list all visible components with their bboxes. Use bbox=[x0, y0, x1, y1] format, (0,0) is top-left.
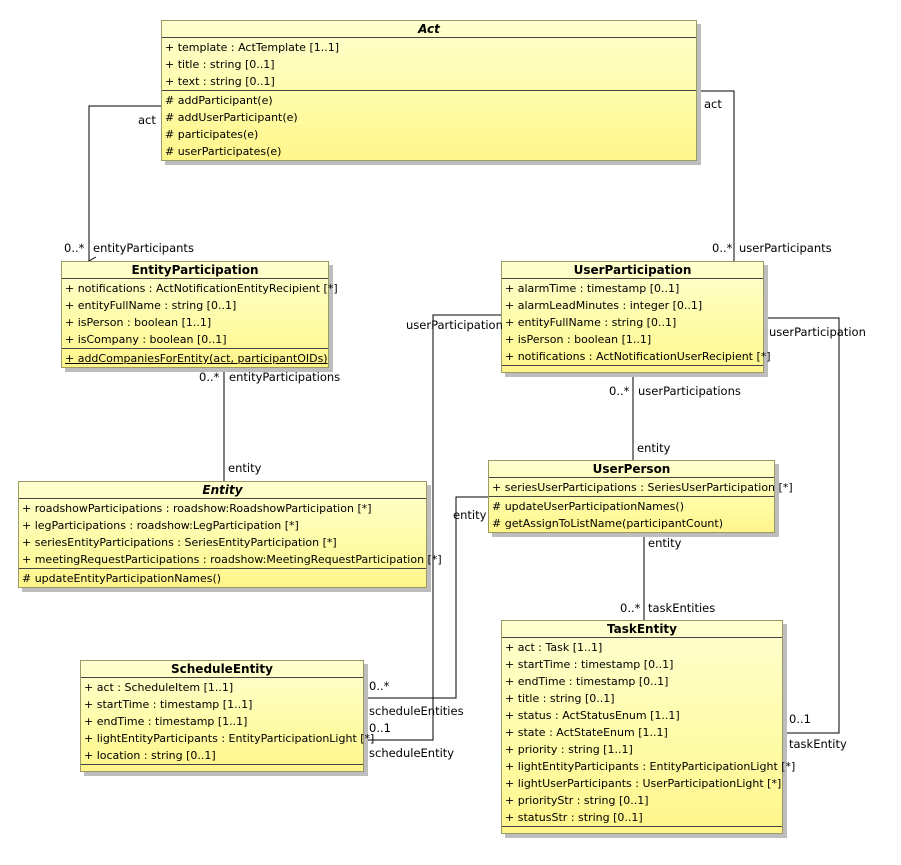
attribute: + endTime : timestamp [1..1] bbox=[84, 715, 248, 728]
operations-section bbox=[502, 366, 763, 372]
multiplicity-label: 0..* bbox=[620, 601, 641, 615]
operation: # userParticipates(e) bbox=[165, 145, 282, 158]
attributes-section: + template : ActTemplate [1..1] + title … bbox=[162, 38, 696, 91]
role-label: scheduleEntities bbox=[369, 704, 464, 718]
multiplicity-label: 0..1 bbox=[789, 712, 811, 726]
attribute: + status : ActStatusEnum [1..1] bbox=[505, 709, 680, 722]
attribute: + seriesUserParticipations : SeriesUserP… bbox=[492, 481, 793, 494]
role-label: entity bbox=[453, 508, 487, 522]
class-name: Act bbox=[162, 21, 696, 38]
operation: + addCompaniesForEntity(act, participant… bbox=[65, 352, 328, 365]
association-act-userparticipation bbox=[696, 90, 735, 261]
class-name: ScheduleEntity bbox=[81, 661, 363, 678]
class-name: TaskEntity bbox=[502, 621, 782, 638]
attribute: + statusStr : string [0..1] bbox=[505, 811, 643, 824]
attributes-section: + act : ScheduleItem [1..1] + startTime … bbox=[81, 678, 375, 765]
multiplicity-label: 0..1 bbox=[369, 721, 391, 735]
attribute: + act : ScheduleItem [1..1] bbox=[84, 681, 234, 694]
class-user-person[interactable]: UserPerson + seriesUserParticipations : … bbox=[488, 460, 793, 533]
role-label: entity bbox=[648, 536, 682, 550]
class-act[interactable]: Act + template : ActTemplate [1..1] + ti… bbox=[161, 20, 697, 161]
attributes-section: + alarmTime : timestamp [0..1] + alarmLe… bbox=[502, 279, 771, 366]
attribute: + notifications : ActNotificationEntityR… bbox=[65, 282, 338, 295]
attribute: + lightUserParticipants : UserParticipat… bbox=[505, 777, 782, 790]
operations-section: + addCompaniesForEntity(act, participant… bbox=[62, 349, 328, 367]
association-userparticipation-scheduleentity bbox=[363, 314, 501, 741]
attribute: + entityFullName : string [0..1] bbox=[505, 316, 677, 329]
multiplicity-label: 0..* bbox=[609, 384, 630, 398]
attribute: + meetingRequestParticipations : roadsho… bbox=[22, 553, 442, 566]
role-label: entityParticipations bbox=[229, 370, 341, 384]
attribute: + priority : string [1..1] bbox=[505, 743, 633, 756]
attribute: + roadshowParticipations : roadshow:Road… bbox=[22, 502, 372, 515]
attribute: + notifications : ActNotificationUserRec… bbox=[505, 350, 771, 363]
attribute: + act : Task [1..1] bbox=[505, 641, 603, 654]
attribute: + entityFullName : string [0..1] bbox=[65, 299, 237, 312]
attributes-section: + seriesUserParticipations : SeriesUserP… bbox=[489, 478, 793, 497]
attributes-section: + notifications : ActNotificationEntityR… bbox=[62, 279, 338, 349]
attribute: + lightEntityParticipants : EntityPartic… bbox=[84, 732, 375, 745]
role-label: taskEntity bbox=[789, 737, 847, 751]
role-label: scheduleEntity bbox=[369, 746, 455, 760]
attribute: + isPerson : boolean [1..1] bbox=[505, 333, 652, 346]
class-user-participation[interactable]: UserParticipation + alarmTime : timestam… bbox=[501, 261, 771, 373]
class-name: EntityParticipation bbox=[62, 262, 328, 279]
attribute: + seriesEntityParticipations : SeriesEnt… bbox=[22, 536, 337, 549]
attribute: + title : string [0..1] bbox=[165, 58, 275, 71]
role-label: act bbox=[138, 113, 156, 127]
attribute: + title : string [0..1] bbox=[505, 692, 615, 705]
class-name: UserParticipation bbox=[502, 262, 763, 279]
role-label: userParticipations bbox=[638, 384, 741, 398]
association-userparticipation-taskentity bbox=[763, 317, 840, 734]
operations-section: # addParticipant(e) # addUserParticipant… bbox=[162, 91, 696, 160]
class-entity-participation[interactable]: EntityParticipation + notifications : Ac… bbox=[61, 261, 338, 368]
operation: # addParticipant(e) bbox=[165, 94, 273, 107]
attributes-section: + act : Task [1..1] + startTime : timest… bbox=[502, 638, 796, 827]
operation: # addUserParticipant(e) bbox=[165, 111, 298, 124]
attribute: + template : ActTemplate [1..1] bbox=[165, 41, 340, 54]
attributes-section: + roadshowParticipations : roadshow:Road… bbox=[19, 499, 442, 569]
role-label: userParticipants bbox=[739, 241, 832, 255]
association-act-entityparticipation bbox=[87, 105, 161, 266]
multiplicity-label: 0..* bbox=[369, 679, 390, 693]
attribute: + startTime : timestamp [0..1] bbox=[505, 658, 674, 671]
attribute: + location : string [0..1] bbox=[84, 749, 216, 762]
role-label: entity bbox=[228, 461, 262, 475]
operation: # participates(e) bbox=[165, 128, 259, 141]
operations-section: # updateEntityParticipationNames() bbox=[19, 569, 426, 587]
operations-section: # updateUserParticipationNames() # getAs… bbox=[489, 497, 774, 532]
attribute: + startTime : timestamp [1..1] bbox=[84, 698, 253, 711]
attribute: + legParticipations : roadshow:LegPartic… bbox=[22, 519, 299, 532]
role-label: userParticipation bbox=[406, 318, 503, 332]
attribute: + alarmTime : timestamp [0..1] bbox=[505, 282, 680, 295]
role-label: entity bbox=[637, 441, 671, 455]
class-schedule-entity[interactable]: ScheduleEntity + act : ScheduleItem [1..… bbox=[80, 660, 375, 772]
operation: # updateUserParticipationNames() bbox=[492, 500, 684, 513]
role-label: taskEntities bbox=[648, 601, 716, 615]
multiplicity-label: 0..* bbox=[199, 370, 220, 384]
operations-section bbox=[502, 827, 782, 833]
role-label: userParticipation bbox=[769, 325, 866, 339]
attribute: + isCompany : boolean [0..1] bbox=[65, 333, 227, 346]
class-name: UserPerson bbox=[489, 461, 774, 478]
role-label: act bbox=[704, 97, 722, 111]
attribute: + endTime : timestamp [0..1] bbox=[505, 675, 669, 688]
attribute: + isPerson : boolean [1..1] bbox=[65, 316, 212, 329]
attribute: + text : string [0..1] bbox=[165, 75, 275, 88]
attribute: + lightEntityParticipants : EntityPartic… bbox=[505, 760, 796, 773]
class-task-entity[interactable]: TaskEntity + act : Task [1..1] + startTi… bbox=[501, 620, 796, 834]
operation: # updateEntityParticipationNames() bbox=[22, 572, 222, 585]
attribute: + alarmLeadMinutes : integer [0..1] bbox=[505, 299, 703, 312]
operation: # getAssignToListName(participantCount) bbox=[492, 517, 724, 530]
association-userperson-scheduleentity bbox=[363, 496, 488, 699]
class-entity[interactable]: Entity + roadshowParticipations : roadsh… bbox=[18, 481, 442, 588]
class-name: Entity bbox=[19, 482, 426, 499]
multiplicity-label: 0..* bbox=[712, 241, 733, 255]
operations-section bbox=[81, 765, 363, 771]
attribute: + state : ActStateEnum [1..1] bbox=[505, 726, 668, 739]
attribute: + priorityStr : string [0..1] bbox=[505, 794, 649, 807]
role-label: entityParticipants bbox=[93, 241, 194, 255]
multiplicity-label: 0..* bbox=[64, 241, 85, 255]
